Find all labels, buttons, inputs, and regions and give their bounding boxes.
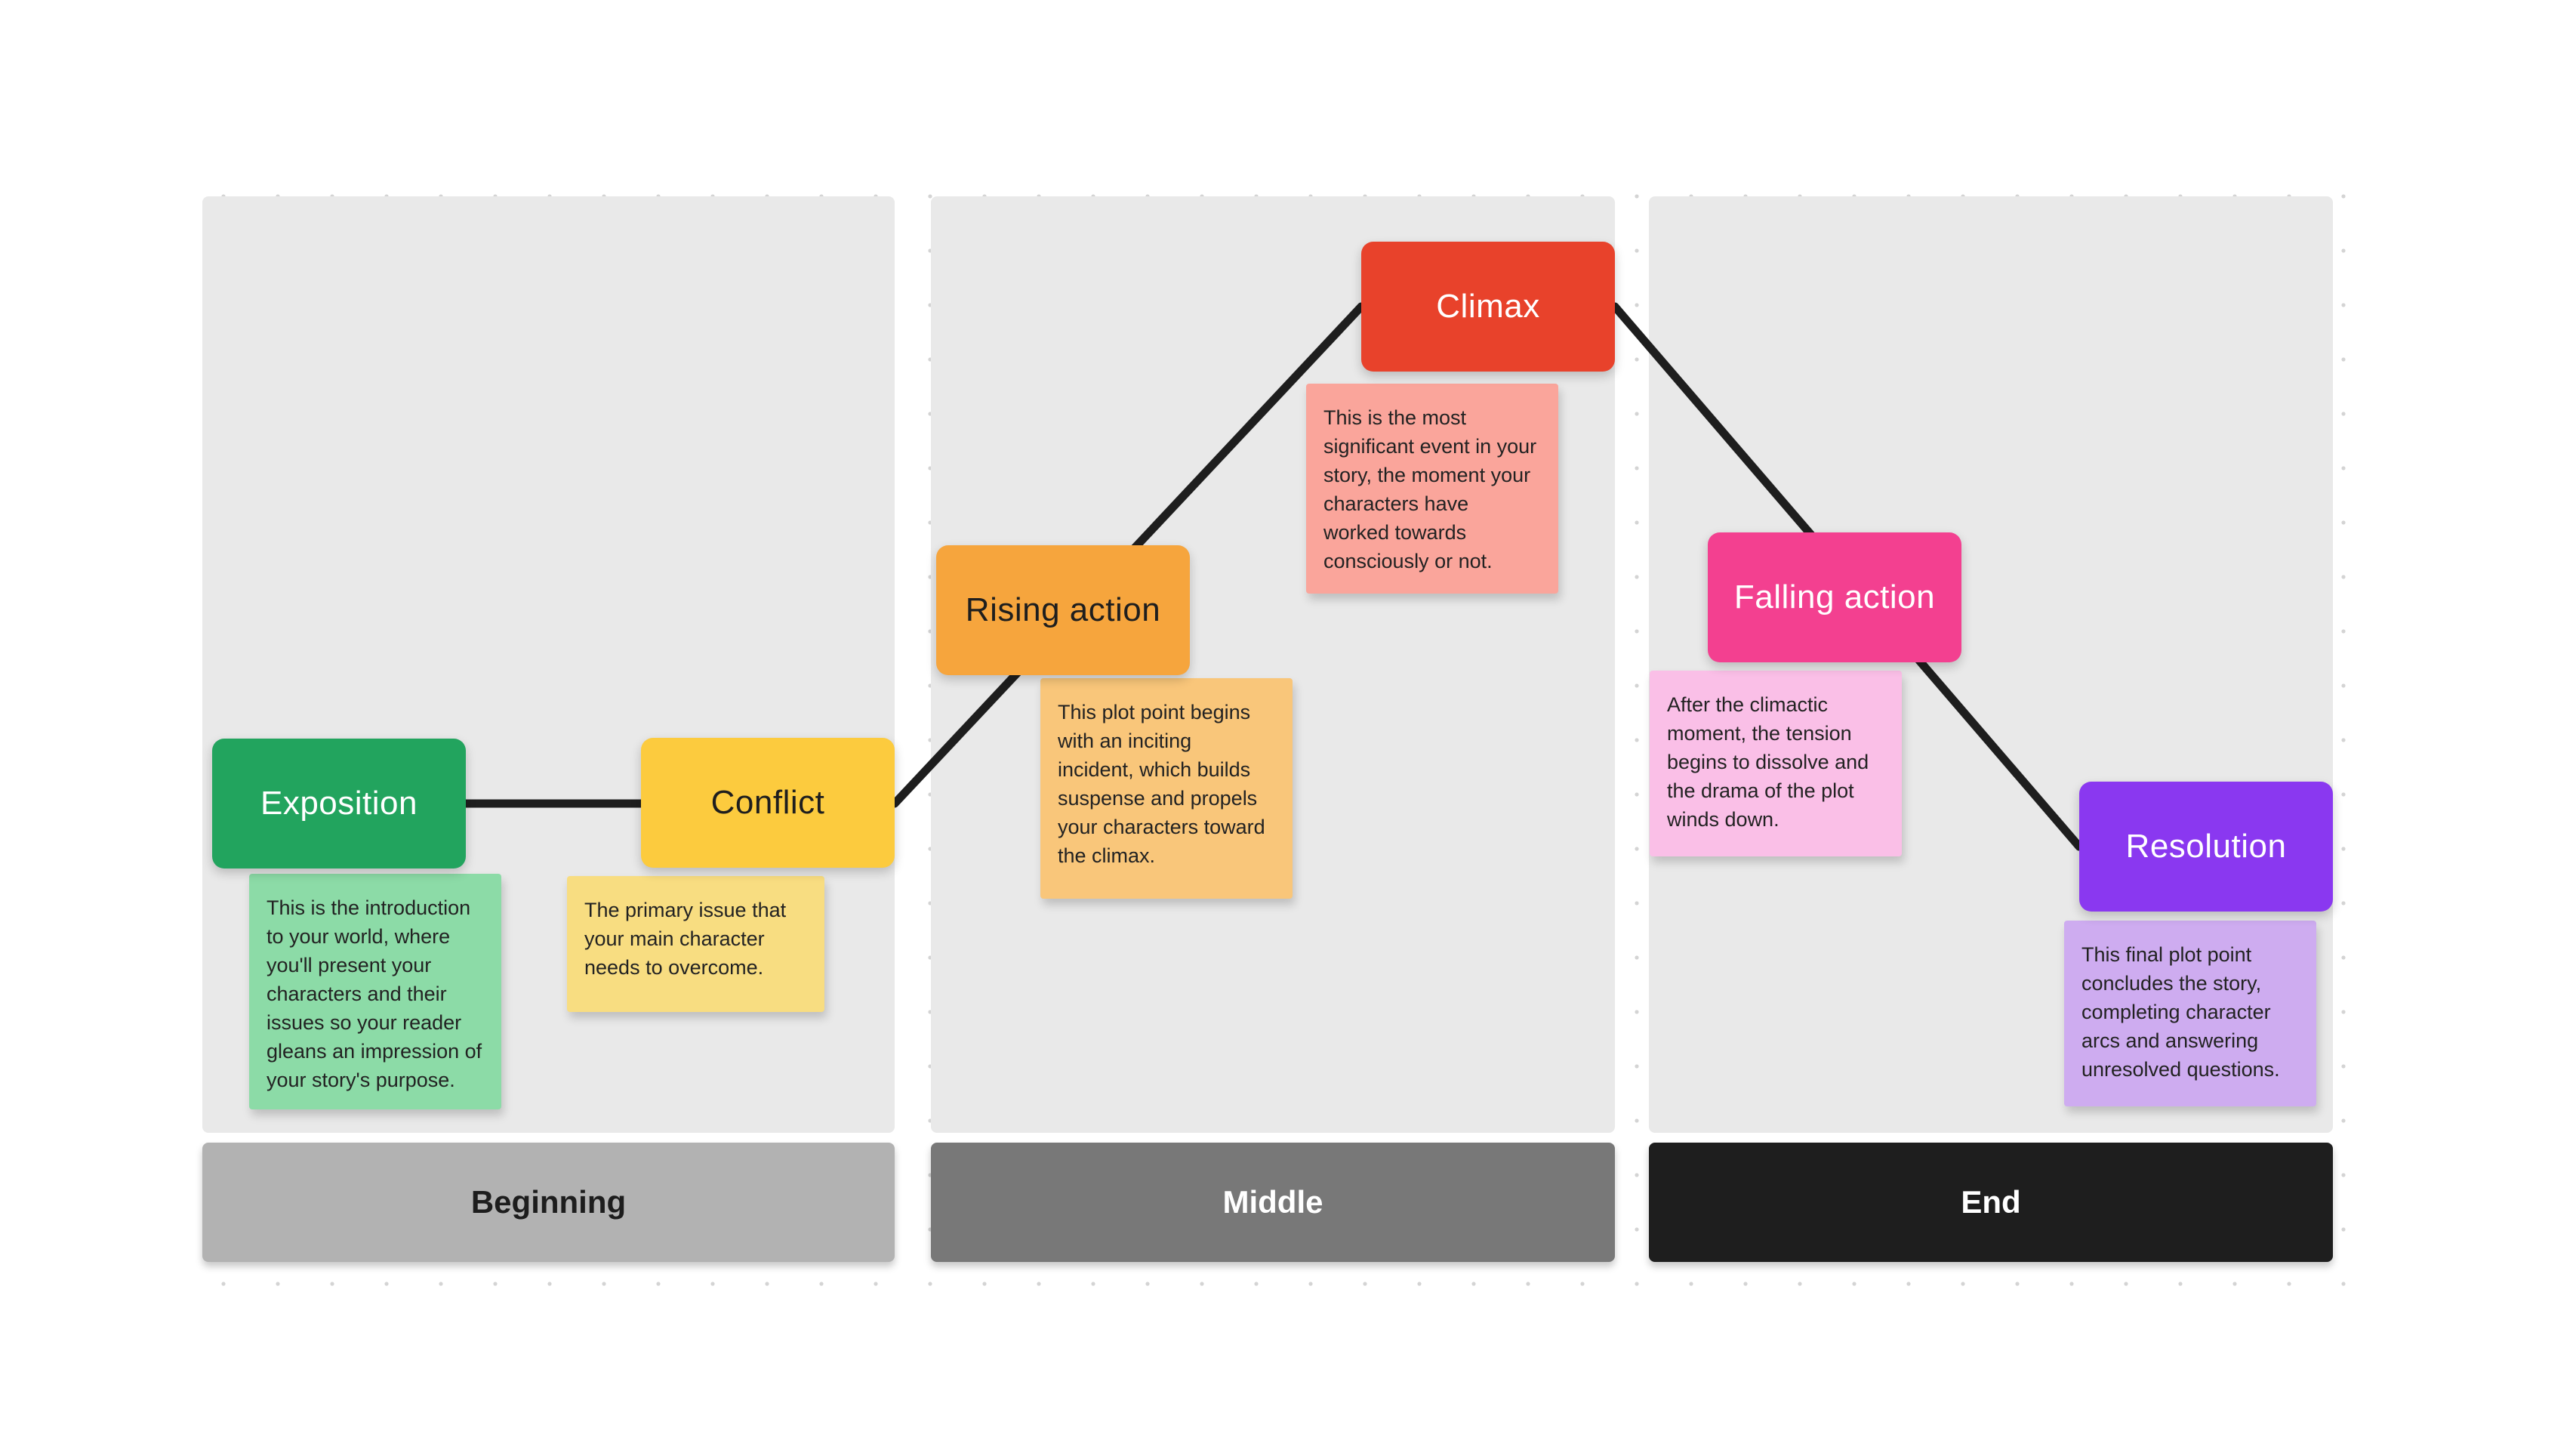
section-bar-end[interactable]: End [1649,1143,2333,1262]
note-falling-action[interactable]: After the climactic moment, the tension … [1650,671,1902,856]
node-rising-action[interactable]: Rising action [936,545,1190,675]
node-conflict-label: Conflict [710,784,825,821]
note-climax[interactable]: This is the most significant event in yo… [1306,384,1558,594]
node-climax-label: Climax [1436,288,1540,325]
node-exposition-label: Exposition [260,785,418,822]
node-exposition[interactable]: Exposition [212,739,466,868]
node-resolution-label: Resolution [2125,828,2287,865]
node-conflict[interactable]: Conflict [641,738,895,868]
node-falling-action[interactable]: Falling action [1708,532,1961,662]
node-resolution[interactable]: Resolution [2079,782,2333,912]
section-bar-beginning-label: Beginning [470,1184,627,1220]
note-exposition[interactable]: This is the introduction to your world, … [249,874,501,1109]
section-bar-end-label: End [1961,1184,2021,1220]
note-rising-action[interactable]: This plot point begins with an inciting … [1040,678,1293,899]
node-climax[interactable]: Climax [1361,242,1615,372]
note-resolution[interactable]: This final plot point concludes the stor… [2064,921,2316,1106]
section-bar-middle[interactable]: Middle [931,1143,1615,1262]
node-rising-action-label: Rising action [965,591,1161,628]
section-bar-beginning[interactable]: Beginning [202,1143,895,1262]
section-bar-middle-label: Middle [1222,1184,1323,1220]
note-conflict[interactable]: The primary issue that your main charact… [567,876,824,1012]
node-falling-action-label: Falling action [1733,578,1936,615]
